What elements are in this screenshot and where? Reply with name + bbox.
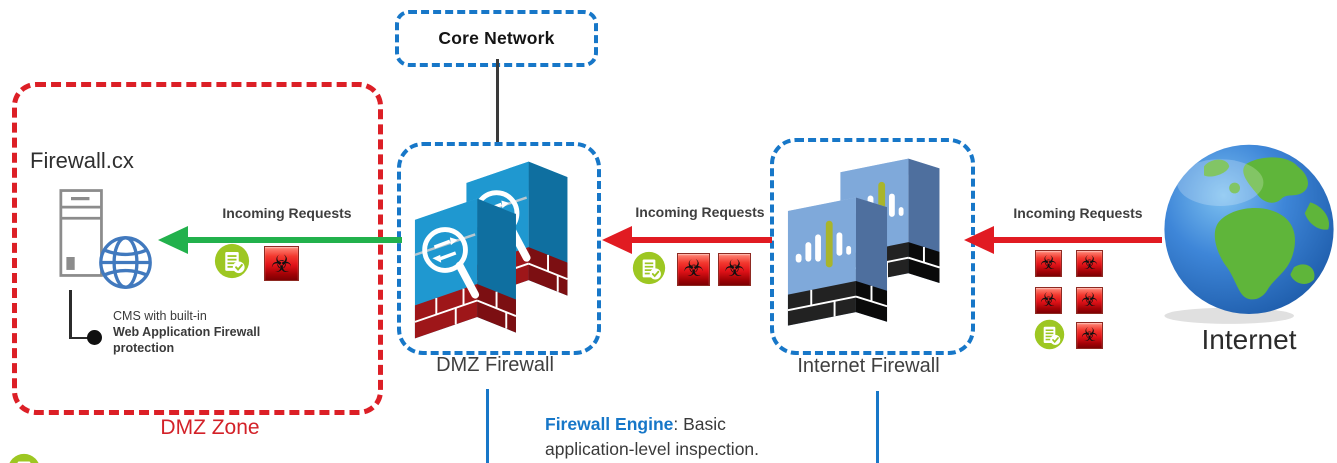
dmz-firewall-boundary: [397, 142, 601, 355]
biohazard-icon: ☣: [1035, 250, 1062, 277]
document-check-icon: [632, 251, 666, 285]
server-note-line1: CMS with built-in: [113, 309, 207, 323]
web-globe-icon: [99, 236, 152, 289]
biohazard-icon: ☣: [1076, 287, 1103, 314]
server-note: CMS with built-in Web Application Firewa…: [113, 308, 260, 356]
internet-firewall-icon: [786, 157, 941, 327]
biohazard-glyph: ☣: [1080, 252, 1099, 274]
biohazard-glyph: ☣: [1039, 289, 1058, 311]
core-network-link-line: [496, 59, 499, 142]
internet-label: Internet: [1201, 324, 1297, 355]
dmz-zone-boundary: [12, 82, 383, 415]
flow-dmzfw-to-server-arrow-head: [158, 226, 188, 254]
internet-firewall-caption-line: [876, 391, 879, 463]
flow-dmzfw-to-server-label: Incoming Requests: [222, 205, 352, 221]
flow-inetfw-to-dmzfw-label: Incoming Requests: [635, 204, 765, 220]
firewall-engine-caption: Firewall Engine: Basic application-level…: [545, 412, 759, 461]
core-network-label: Core Network: [438, 28, 555, 48]
internet-firewall-label: Internet Firewall: [797, 355, 940, 377]
document-check-icon: [1034, 319, 1065, 350]
flow-internet-to-inetfw-arrow-line: [992, 237, 1162, 243]
flow-dmzfw-to-server-arrow-line: [186, 237, 402, 243]
dmz-firewall-caption-line: [486, 389, 489, 463]
biohazard-glyph: ☣: [1080, 324, 1099, 346]
biohazard-icon: ☣: [1076, 322, 1103, 349]
biohazard-glyph: ☣: [683, 256, 704, 282]
document-check-icon: [7, 453, 41, 463]
flow-internet-to-inetfw-label: Incoming Requests: [1013, 205, 1143, 221]
internet-globe-icon: [1164, 144, 1334, 324]
flow-inetfw-to-dmzfw-arrow-head: [602, 226, 632, 254]
server-note-line3: protection: [113, 341, 175, 355]
biohazard-icon: ☣: [677, 253, 710, 286]
flow-inetfw-to-dmzfw-arrow-line: [630, 237, 772, 243]
dmz-firewall-icon: [413, 157, 583, 343]
biohazard-icon: ☣: [1076, 250, 1103, 277]
caption-line2: application-level inspection.: [545, 438, 760, 459]
server-note-bullet: [87, 330, 102, 345]
server-note-connector-horizontal: [69, 336, 91, 339]
biohazard-glyph: ☣: [724, 256, 745, 282]
biohazard-glyph: ☣: [1080, 289, 1099, 311]
biohazard-icon: ☣: [1035, 287, 1062, 314]
caption-after-lead: : Basic: [673, 414, 726, 434]
dmz-zone-label: DMZ Zone: [160, 416, 260, 439]
flow-internet-to-inetfw-arrow-head: [964, 226, 994, 254]
biohazard-icon: ☣: [718, 253, 751, 286]
dmz-firewall-label: DMZ Firewall: [436, 354, 554, 376]
caption-lead: Firewall Engine: [545, 414, 674, 434]
biohazard-glyph: ☣: [1039, 252, 1058, 274]
server-note-line2: Web Application Firewall: [113, 325, 261, 339]
biohazard-icon: ☣: [264, 246, 299, 281]
document-check-icon: [214, 243, 250, 279]
server-title: Firewall.cx: [30, 148, 134, 173]
server-tower-icon: [59, 189, 103, 277]
server-note-connector-vertical: [69, 290, 72, 338]
biohazard-glyph: ☣: [270, 249, 293, 278]
